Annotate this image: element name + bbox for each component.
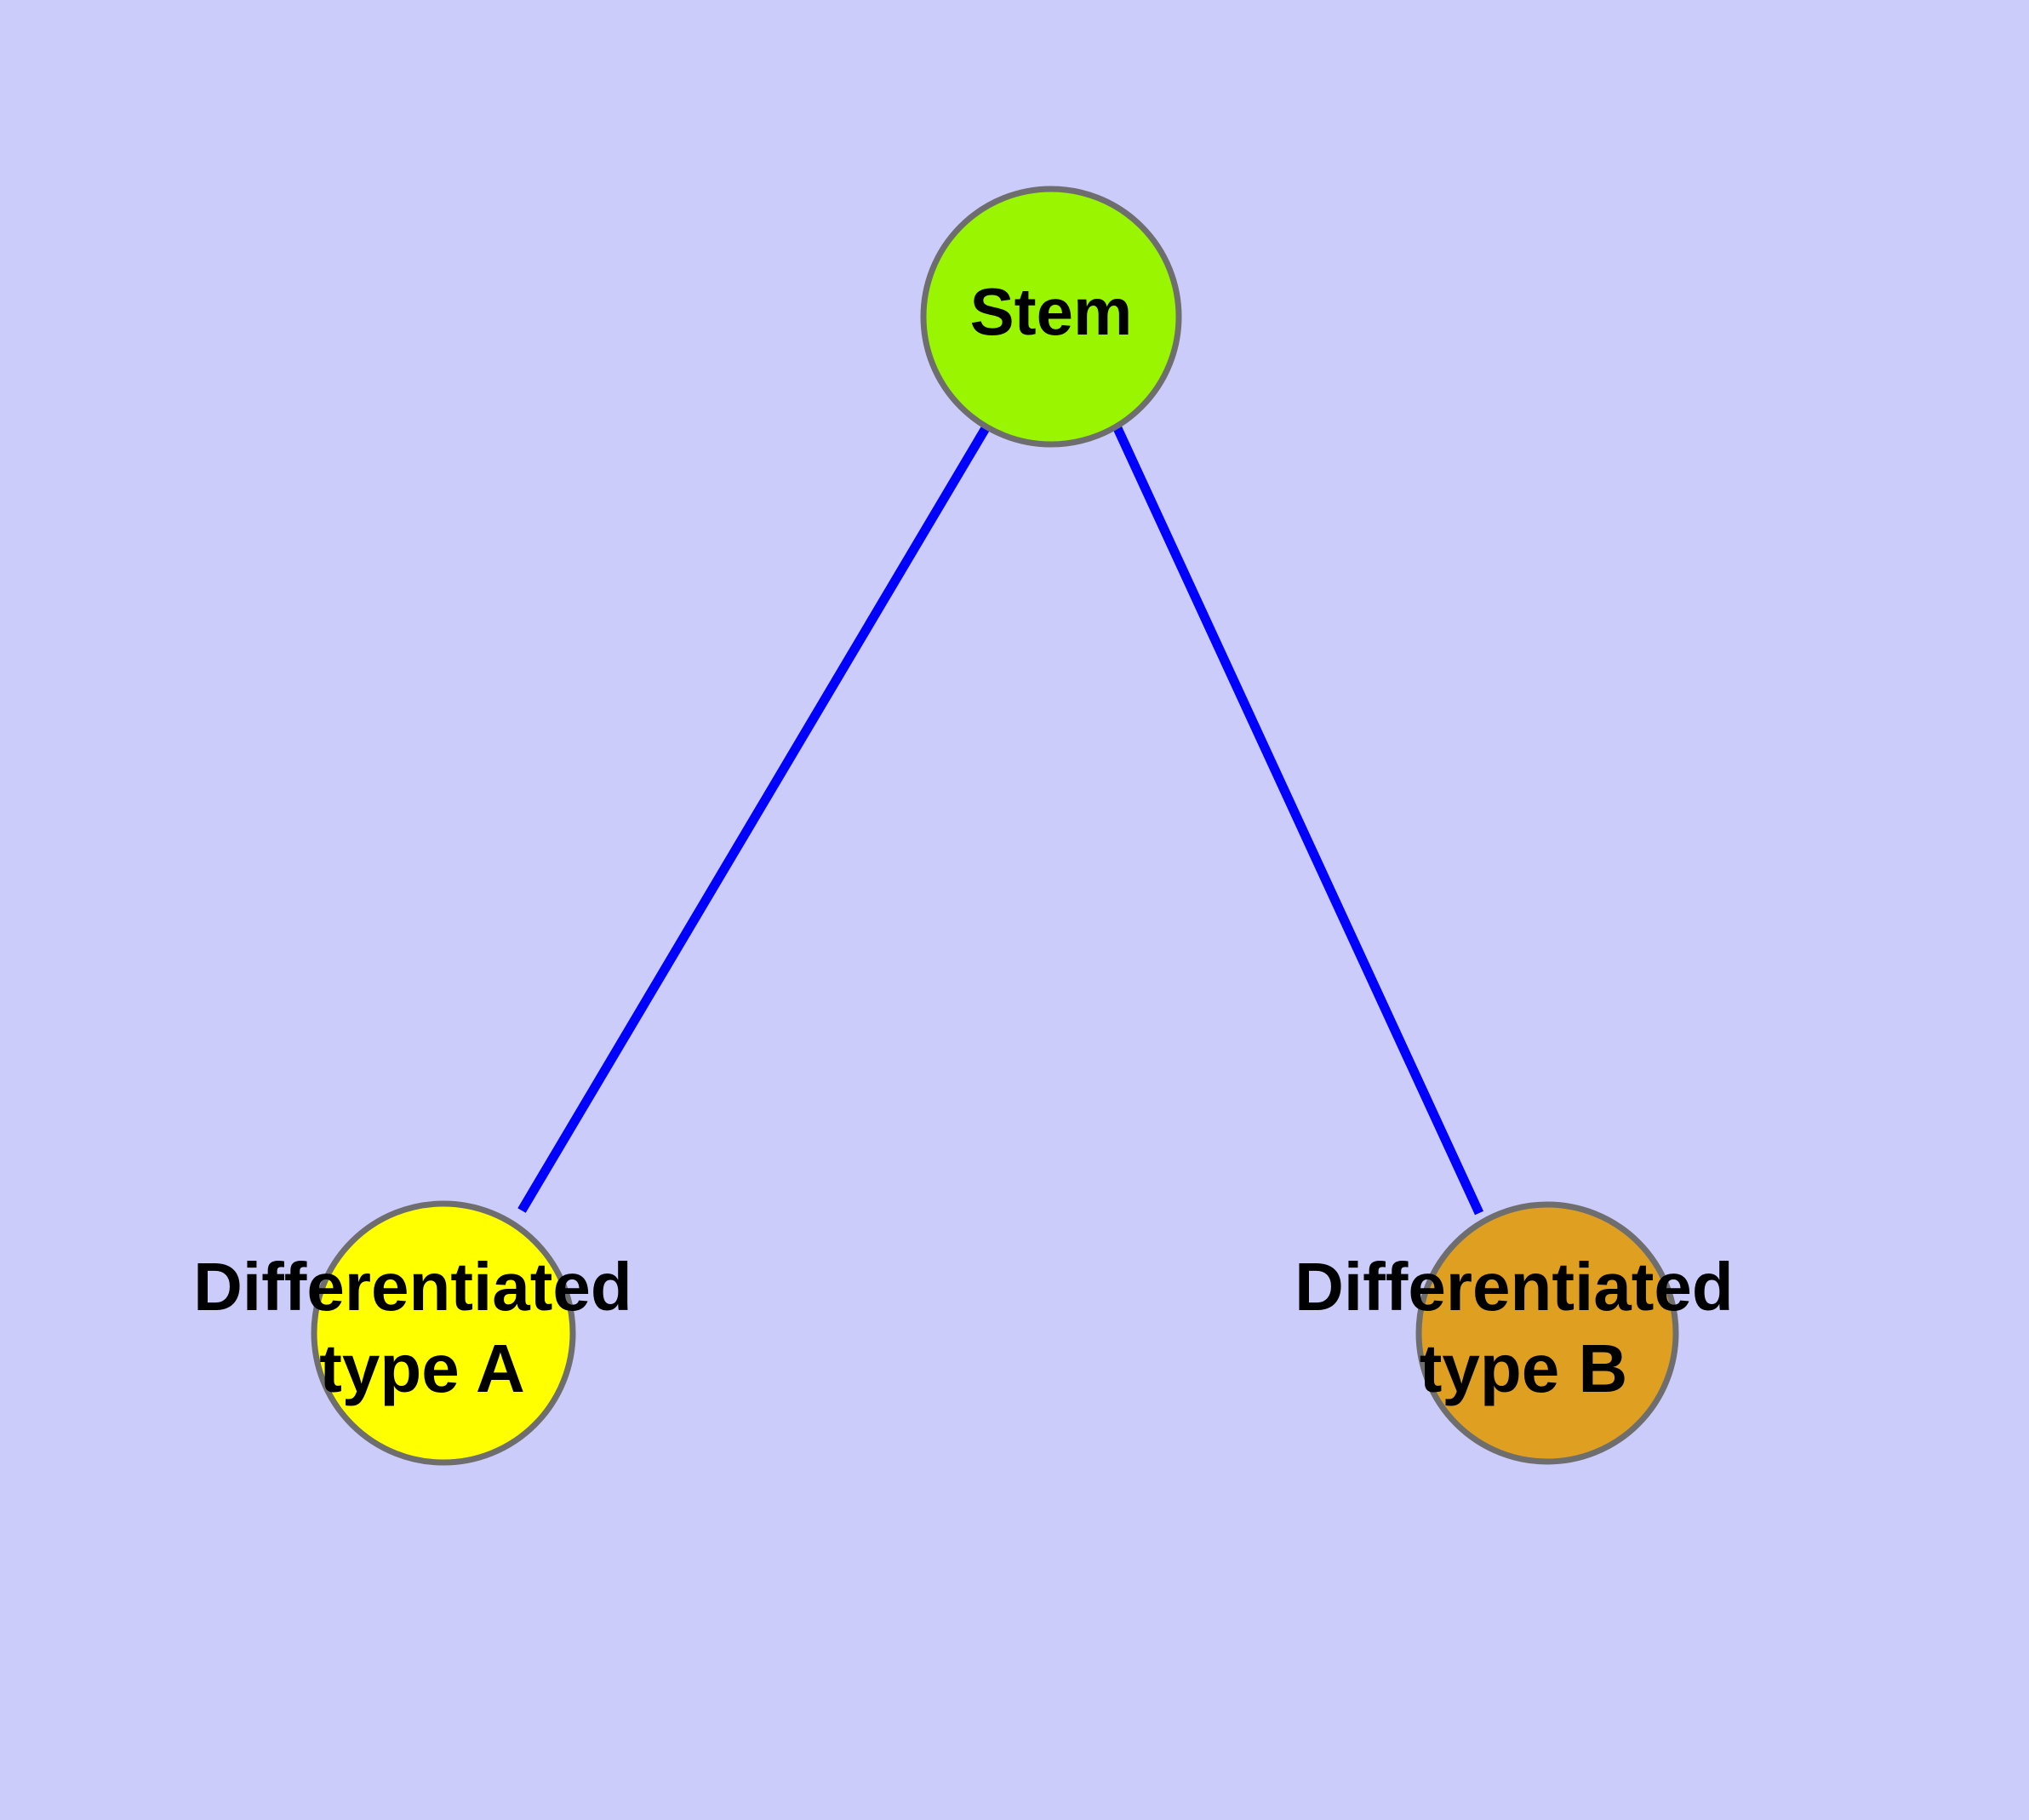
node-differentiated-type-b-label-line-1: Differentiated <box>1295 1249 1734 1325</box>
node-layer: Stem Differentiated type A Differentiate… <box>193 186 1752 1466</box>
node-stem[interactable]: Stem <box>920 186 1182 448</box>
node-differentiated-type-b-label-line-2: type B <box>1420 1331 1628 1406</box>
node-differentiated-type-b-circle[interactable] <box>1415 1201 1679 1465</box>
node-stem-label-line-1: Stem <box>970 274 1133 349</box>
node-differentiated-type-b[interactable] <box>1415 1201 1679 1465</box>
edge-stem-to-differentiated-type-a[interactable] <box>517 426 990 1213</box>
node-differentiated-type-a-label-line-1: Differentiated <box>193 1249 632 1325</box>
node-differentiated-type-b-label: Differentiated type B <box>1295 1249 1752 1406</box>
edge-layer <box>517 426 1483 1216</box>
node-differentiated-type-a[interactable] <box>311 1200 576 1466</box>
node-differentiated-type-a-label-line-2: type A <box>319 1331 525 1406</box>
node-differentiated-type-a-circle[interactable] <box>311 1200 576 1466</box>
node-stem-label: Stem <box>970 274 1133 349</box>
edge-stem-to-differentiated-type-b[interactable] <box>1113 426 1483 1216</box>
node-stem-circle[interactable] <box>920 186 1182 448</box>
node-differentiated-type-a-label: Differentiated type A <box>193 1249 651 1406</box>
